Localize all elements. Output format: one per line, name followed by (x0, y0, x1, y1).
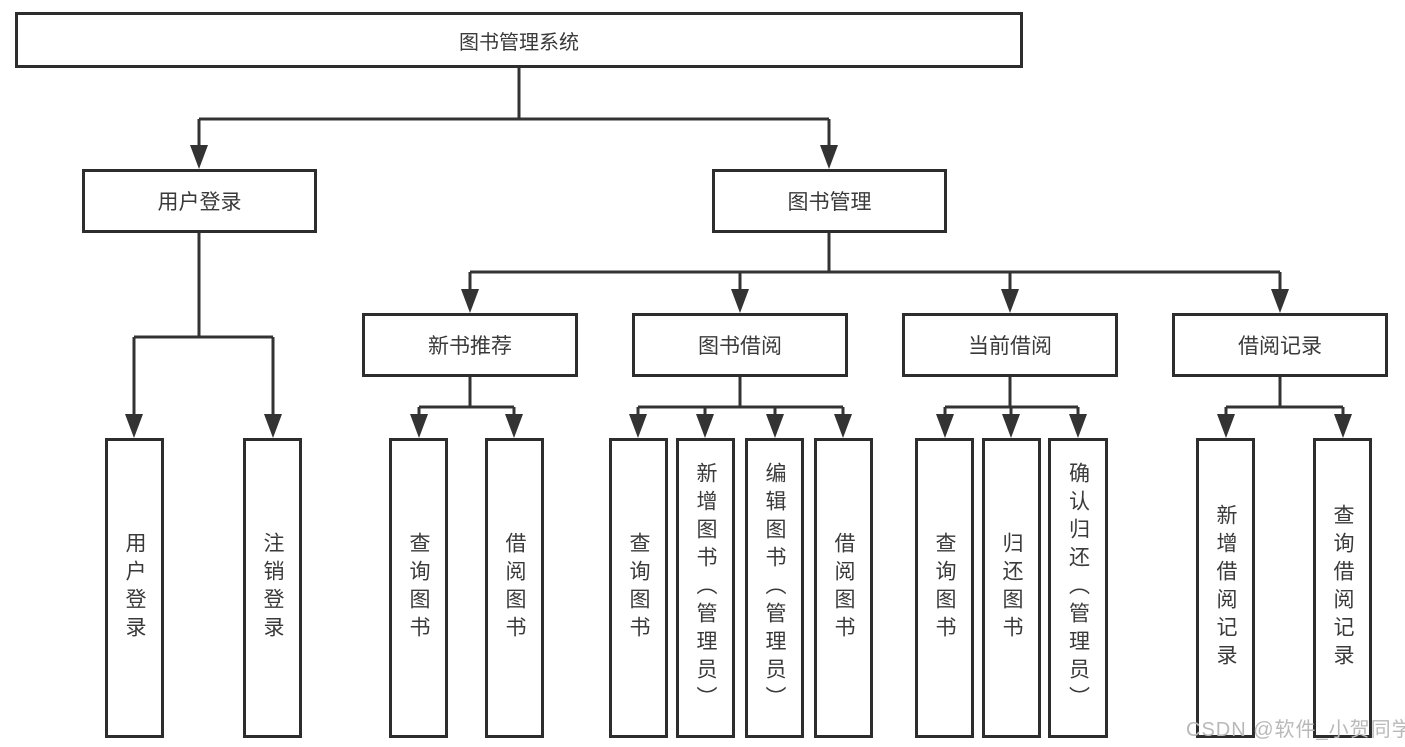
arrowheads (125, 145, 1352, 438)
leaf-query-books-current: 查询图书 (915, 438, 974, 738)
node-book-management-branch: 图书管理 (712, 169, 947, 233)
leaf-borrow-books: 借阅图书 (814, 438, 873, 738)
leaf-label: 新增借阅记录 (1214, 504, 1237, 672)
leaf-label: 新增图书（管理员） (694, 462, 717, 714)
leaf-user-login: 用户登录 (105, 438, 164, 738)
node-root-label: 图书管理系统 (459, 31, 579, 54)
leaf-label: 确认归还（管理员） (1066, 462, 1090, 714)
leaf-label: 用户登录 (123, 532, 146, 644)
leaf-borrow-books-recommend: 借阅图书 (485, 438, 544, 738)
leaf-confirm-return-admin: 确认归还（管理员） (1048, 438, 1108, 738)
leaf-label: 查询图书 (933, 532, 956, 644)
leaf-query-books-recommend: 查询图书 (389, 438, 448, 738)
node-label: 新书推荐 (428, 335, 512, 358)
leaf-label: 查询图书 (627, 532, 650, 644)
node-label: 图书管理 (787, 191, 872, 214)
leaf-label: 注销登录 (261, 532, 284, 644)
node-borrowing-records: 借阅记录 (1172, 313, 1388, 377)
node-new-book-recommendation: 新书推荐 (362, 313, 578, 377)
node-current-borrowing: 当前借阅 (902, 313, 1118, 377)
node-user-login-branch: 用户登录 (82, 169, 317, 233)
leaf-add-borrow-record: 新增借阅记录 (1196, 438, 1255, 738)
watermark-text: CSDN @软件_小贺同学 (1186, 719, 1405, 741)
leaf-query-borrow-record: 查询借阅记录 (1313, 438, 1372, 738)
leaf-label: 归还图书 (1000, 532, 1023, 644)
node-label: 借阅记录 (1238, 335, 1322, 358)
leaf-logout: 注销登录 (243, 438, 302, 738)
node-label: 用户登录 (157, 191, 242, 214)
leaf-label: 查询图书 (407, 532, 430, 644)
leaf-add-books-admin: 新增图书（管理员） (676, 438, 735, 738)
leaf-label: 查询借阅记录 (1331, 504, 1354, 672)
leaf-label: 借阅图书 (832, 532, 855, 644)
node-root-system: 图书管理系统 (15, 12, 1023, 68)
connector-strokes (132, 68, 1345, 416)
node-book-borrowing: 图书借阅 (632, 313, 848, 377)
node-label: 当前借阅 (968, 335, 1052, 358)
leaf-label: 编辑图书（管理员） (763, 462, 786, 714)
leaf-query-books-borrowing: 查询图书 (609, 438, 668, 738)
node-label: 图书借阅 (698, 335, 782, 358)
leaf-label: 借阅图书 (503, 532, 526, 644)
leaf-return-books: 归还图书 (982, 438, 1041, 738)
leaf-edit-books-admin: 编辑图书（管理员） (745, 438, 804, 738)
